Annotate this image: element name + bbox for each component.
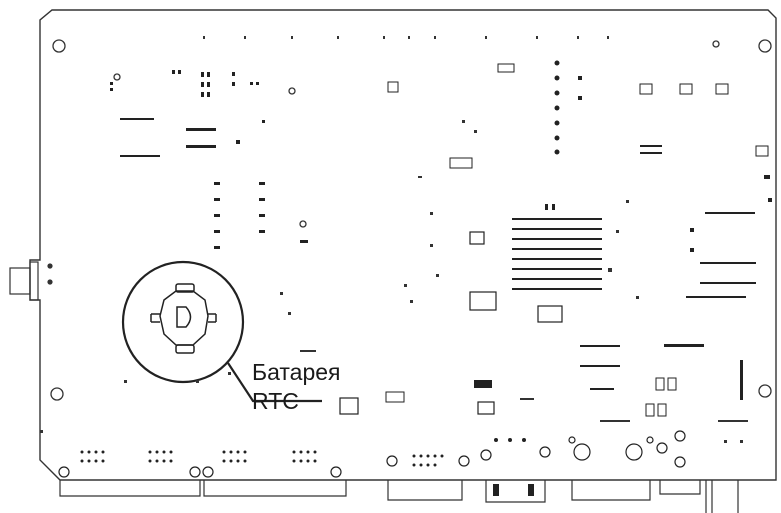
bga-array <box>512 204 602 290</box>
top-row-pads <box>203 36 609 39</box>
bottom-headers <box>80 438 526 467</box>
misc-parts <box>40 120 748 443</box>
callout-line-1: Батарея <box>252 359 341 385</box>
side-connector <box>9 261 53 301</box>
components-right-middle <box>640 145 772 298</box>
components-lower <box>339 344 743 417</box>
usb-connector <box>493 484 534 496</box>
component-group-left-top <box>110 70 265 157</box>
rtc-battery-callout: Батарея RTC <box>252 358 341 416</box>
via-chain <box>554 60 582 155</box>
component-column-left <box>214 182 308 249</box>
mounting-hole-icon <box>50 39 772 401</box>
connector-screw-icon <box>58 430 686 478</box>
callout-line-2: RTC <box>252 388 299 414</box>
ic-cluster-top-right <box>387 63 769 169</box>
callout-circle <box>121 260 322 403</box>
bottom-edge-connectors <box>59 480 739 513</box>
board-outline <box>29 9 777 481</box>
ic-center <box>469 231 563 323</box>
battery-holder-icon <box>150 283 217 354</box>
